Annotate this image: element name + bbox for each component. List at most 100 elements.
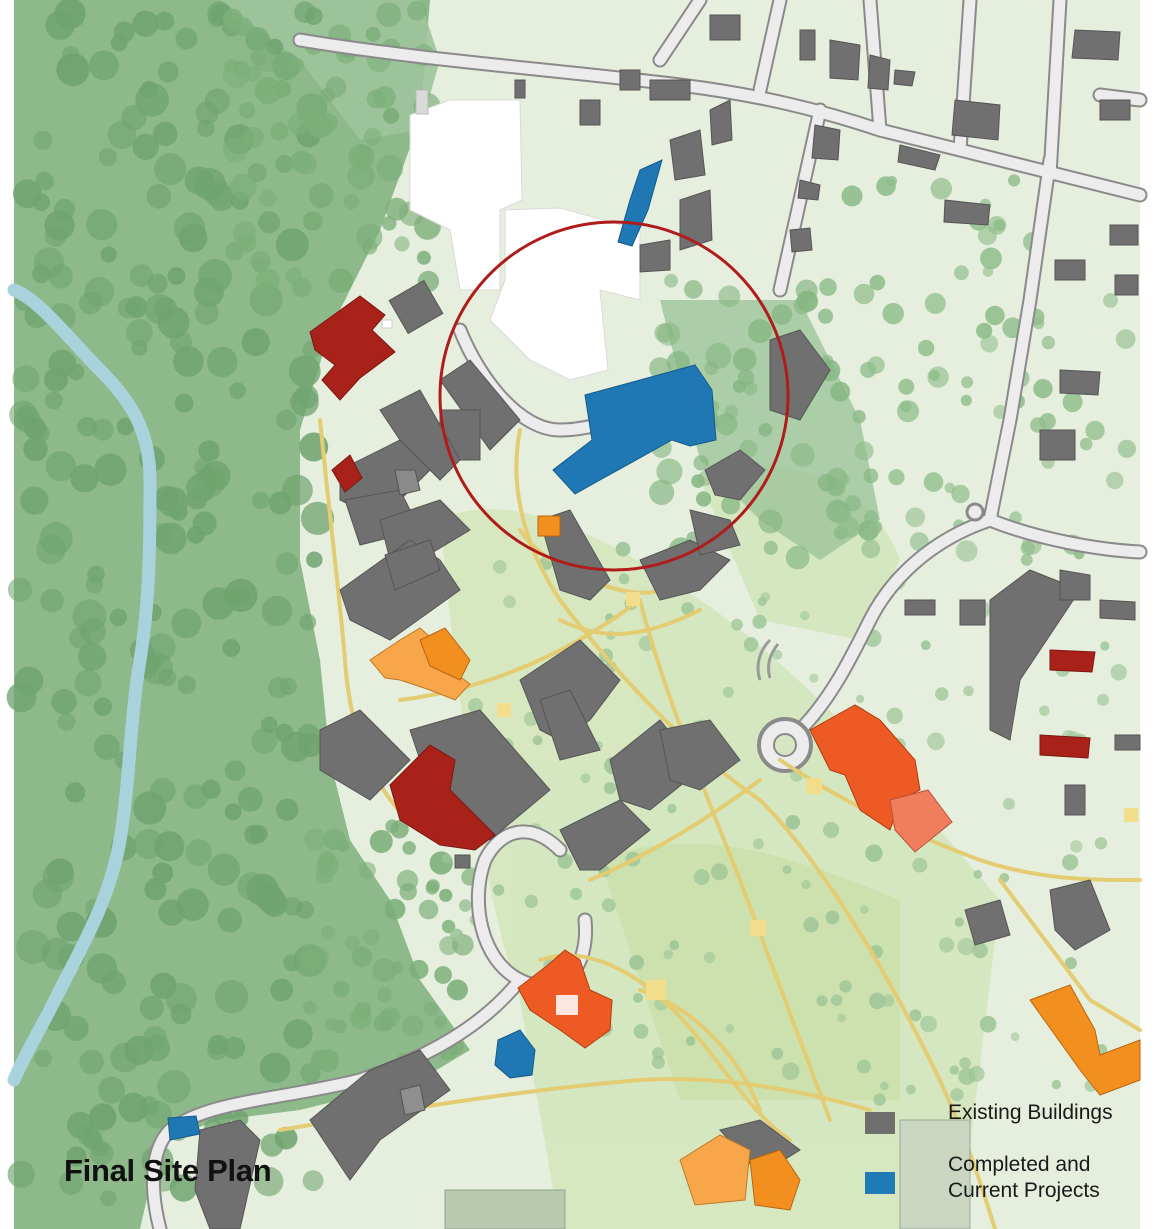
tree bbox=[320, 925, 336, 941]
tree bbox=[406, 0, 427, 21]
tree bbox=[869, 992, 886, 1010]
tree bbox=[72, 599, 107, 634]
tree bbox=[912, 857, 928, 873]
tree bbox=[79, 291, 102, 315]
tree bbox=[963, 685, 974, 697]
tree bbox=[785, 545, 810, 570]
tree bbox=[332, 981, 350, 998]
tree bbox=[224, 578, 258, 613]
tree bbox=[861, 539, 881, 559]
tree bbox=[837, 1013, 846, 1023]
tree bbox=[1030, 417, 1046, 433]
tree bbox=[601, 898, 616, 913]
tree bbox=[347, 162, 375, 190]
tree bbox=[691, 474, 705, 488]
tree bbox=[841, 185, 863, 207]
tree bbox=[928, 370, 940, 381]
tree bbox=[116, 417, 135, 436]
tree bbox=[954, 917, 964, 927]
tree bbox=[923, 472, 944, 492]
tree bbox=[1010, 1032, 1020, 1042]
tree bbox=[7, 577, 33, 602]
tree bbox=[570, 887, 583, 900]
tree bbox=[170, 1003, 192, 1025]
tree bbox=[959, 1057, 971, 1069]
tree bbox=[390, 820, 409, 839]
tree bbox=[951, 484, 970, 504]
tree bbox=[44, 391, 63, 410]
tree bbox=[246, 873, 279, 907]
tree bbox=[133, 829, 164, 859]
tree bbox=[94, 453, 127, 486]
tree bbox=[377, 987, 392, 1003]
tree bbox=[837, 473, 850, 486]
tree bbox=[241, 328, 270, 357]
tree bbox=[251, 728, 278, 754]
tree bbox=[94, 734, 120, 760]
tree bbox=[328, 268, 353, 293]
tree bbox=[711, 863, 728, 881]
tree bbox=[905, 507, 926, 528]
tree bbox=[247, 163, 267, 183]
tree bbox=[376, 2, 401, 27]
tree bbox=[852, 410, 866, 424]
tree bbox=[150, 778, 176, 804]
tree bbox=[275, 552, 299, 575]
tree bbox=[207, 346, 238, 378]
tree bbox=[376, 155, 404, 182]
tree bbox=[345, 935, 360, 951]
tree bbox=[40, 588, 64, 613]
tree bbox=[402, 841, 416, 855]
tree bbox=[173, 346, 204, 377]
tree bbox=[201, 779, 221, 799]
tree bbox=[703, 951, 716, 964]
tree bbox=[315, 1049, 340, 1073]
tree bbox=[89, 1141, 114, 1166]
tree bbox=[358, 861, 376, 879]
tree bbox=[423, 1001, 439, 1017]
tree bbox=[441, 853, 452, 864]
tree bbox=[34, 1049, 52, 1068]
tree bbox=[32, 879, 62, 909]
tree bbox=[250, 49, 266, 66]
tree bbox=[86, 953, 118, 984]
tree bbox=[178, 223, 208, 253]
tree bbox=[177, 675, 196, 695]
tree bbox=[721, 495, 741, 515]
tree bbox=[743, 381, 758, 396]
tree bbox=[830, 381, 851, 402]
tree bbox=[722, 686, 734, 698]
tree bbox=[800, 611, 810, 621]
tree bbox=[237, 786, 263, 812]
tree bbox=[32, 264, 51, 284]
tree bbox=[290, 387, 319, 417]
tree bbox=[1106, 471, 1124, 490]
tree bbox=[351, 946, 373, 968]
tree bbox=[126, 319, 153, 346]
tree bbox=[270, 122, 289, 141]
tree bbox=[977, 226, 997, 246]
tree bbox=[282, 474, 313, 506]
tree bbox=[696, 491, 712, 507]
tree bbox=[1070, 840, 1083, 853]
tree bbox=[1051, 1079, 1062, 1090]
tree bbox=[433, 1015, 447, 1029]
tree bbox=[225, 241, 244, 261]
tree bbox=[147, 273, 168, 294]
tree bbox=[1110, 664, 1127, 681]
tree bbox=[259, 1052, 291, 1084]
tree bbox=[1117, 439, 1136, 458]
tree bbox=[261, 595, 293, 627]
tree bbox=[532, 735, 543, 746]
tree bbox=[259, 189, 277, 207]
tree bbox=[865, 844, 883, 862]
tree bbox=[1062, 392, 1083, 413]
tree bbox=[249, 283, 283, 317]
tree bbox=[1100, 641, 1110, 651]
tree bbox=[6, 682, 37, 713]
tree bbox=[867, 356, 885, 374]
tree bbox=[56, 911, 87, 942]
tree bbox=[663, 949, 674, 960]
tree bbox=[44, 210, 75, 241]
small-white-block bbox=[381, 319, 393, 329]
